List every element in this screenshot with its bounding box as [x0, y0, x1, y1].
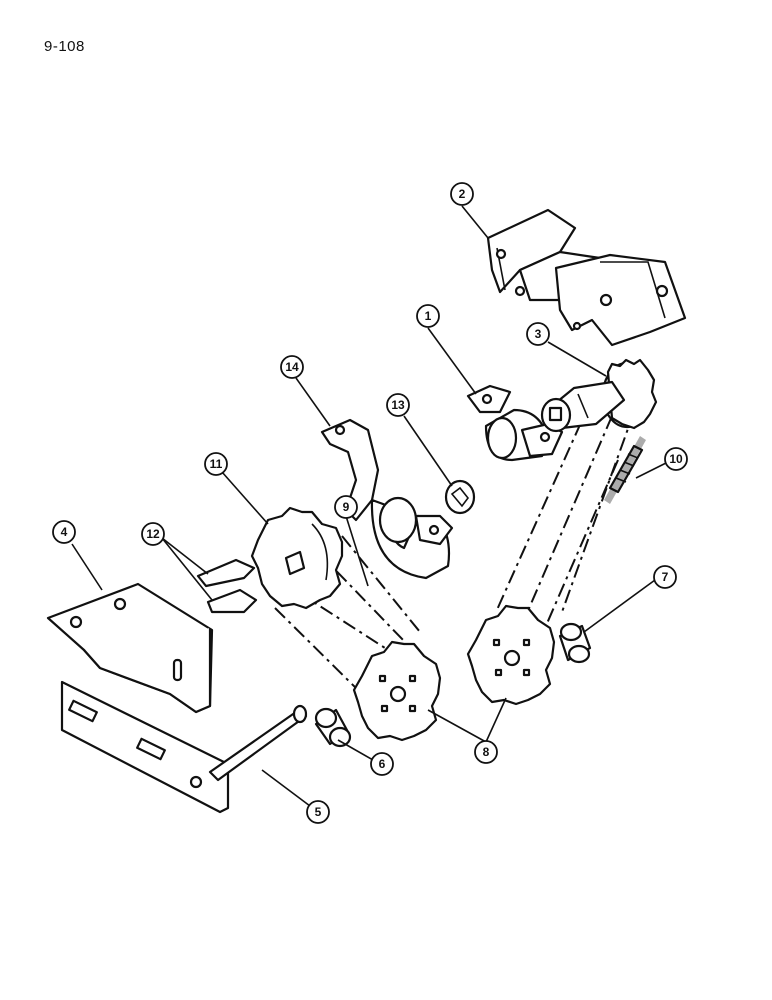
- chain-segment-part-10: [604, 436, 646, 504]
- arm-bracket-part-14: [320, 418, 454, 580]
- callout-8: 8: [474, 740, 498, 764]
- callout-3-label: 3: [535, 327, 542, 341]
- clamp-bracket-part-1: [466, 384, 564, 462]
- callout-3: 3: [526, 322, 550, 346]
- callout-8-label: 8: [483, 745, 490, 759]
- page-number: 9-108: [44, 38, 85, 55]
- callout-1: 1: [416, 304, 440, 328]
- clips-part-12: [196, 558, 258, 614]
- callout-5-label: 5: [315, 805, 322, 819]
- sprocket-shaft-part-3: [540, 358, 658, 433]
- sprocket-part-8-left: [352, 640, 442, 742]
- callout-6: 6: [370, 752, 394, 776]
- retainer-part-13: [444, 479, 476, 515]
- drive-chains: [274, 397, 635, 693]
- callout-14: 14: [280, 355, 304, 379]
- callout-6-label: 6: [379, 757, 386, 771]
- callout-2-label: 2: [459, 187, 466, 201]
- callout-11: 11: [204, 452, 228, 476]
- callout-5: 5: [306, 800, 330, 824]
- mounting-plate-part-4: [46, 582, 214, 714]
- callout-7: 7: [653, 565, 677, 589]
- callout-9-label: 9: [343, 500, 350, 514]
- callout-13: 13: [386, 393, 410, 417]
- callout-14-label: 14: [285, 360, 299, 374]
- callout-7-label: 7: [662, 570, 669, 584]
- callout-2: 2: [450, 182, 474, 206]
- plate-shaft-part-5: [60, 680, 308, 814]
- bushing-part-6: [314, 707, 352, 748]
- callout-9: 9: [334, 495, 358, 519]
- housing-part-2: [486, 208, 687, 347]
- callout-4: 4: [52, 520, 76, 544]
- bushing-part-7: [558, 622, 592, 664]
- callout-10: 10: [664, 447, 688, 471]
- sprocket-part-11: [250, 506, 344, 610]
- callout-13-label: 13: [391, 398, 405, 412]
- callout-4-label: 4: [61, 525, 68, 539]
- callout-10-label: 10: [669, 452, 683, 466]
- callout-1-label: 1: [425, 309, 432, 323]
- callout-12-label: 12: [146, 527, 160, 541]
- callout-12: 12: [141, 522, 165, 546]
- callout-11-label: 11: [210, 457, 223, 471]
- sprocket-part-8-right: [466, 604, 556, 706]
